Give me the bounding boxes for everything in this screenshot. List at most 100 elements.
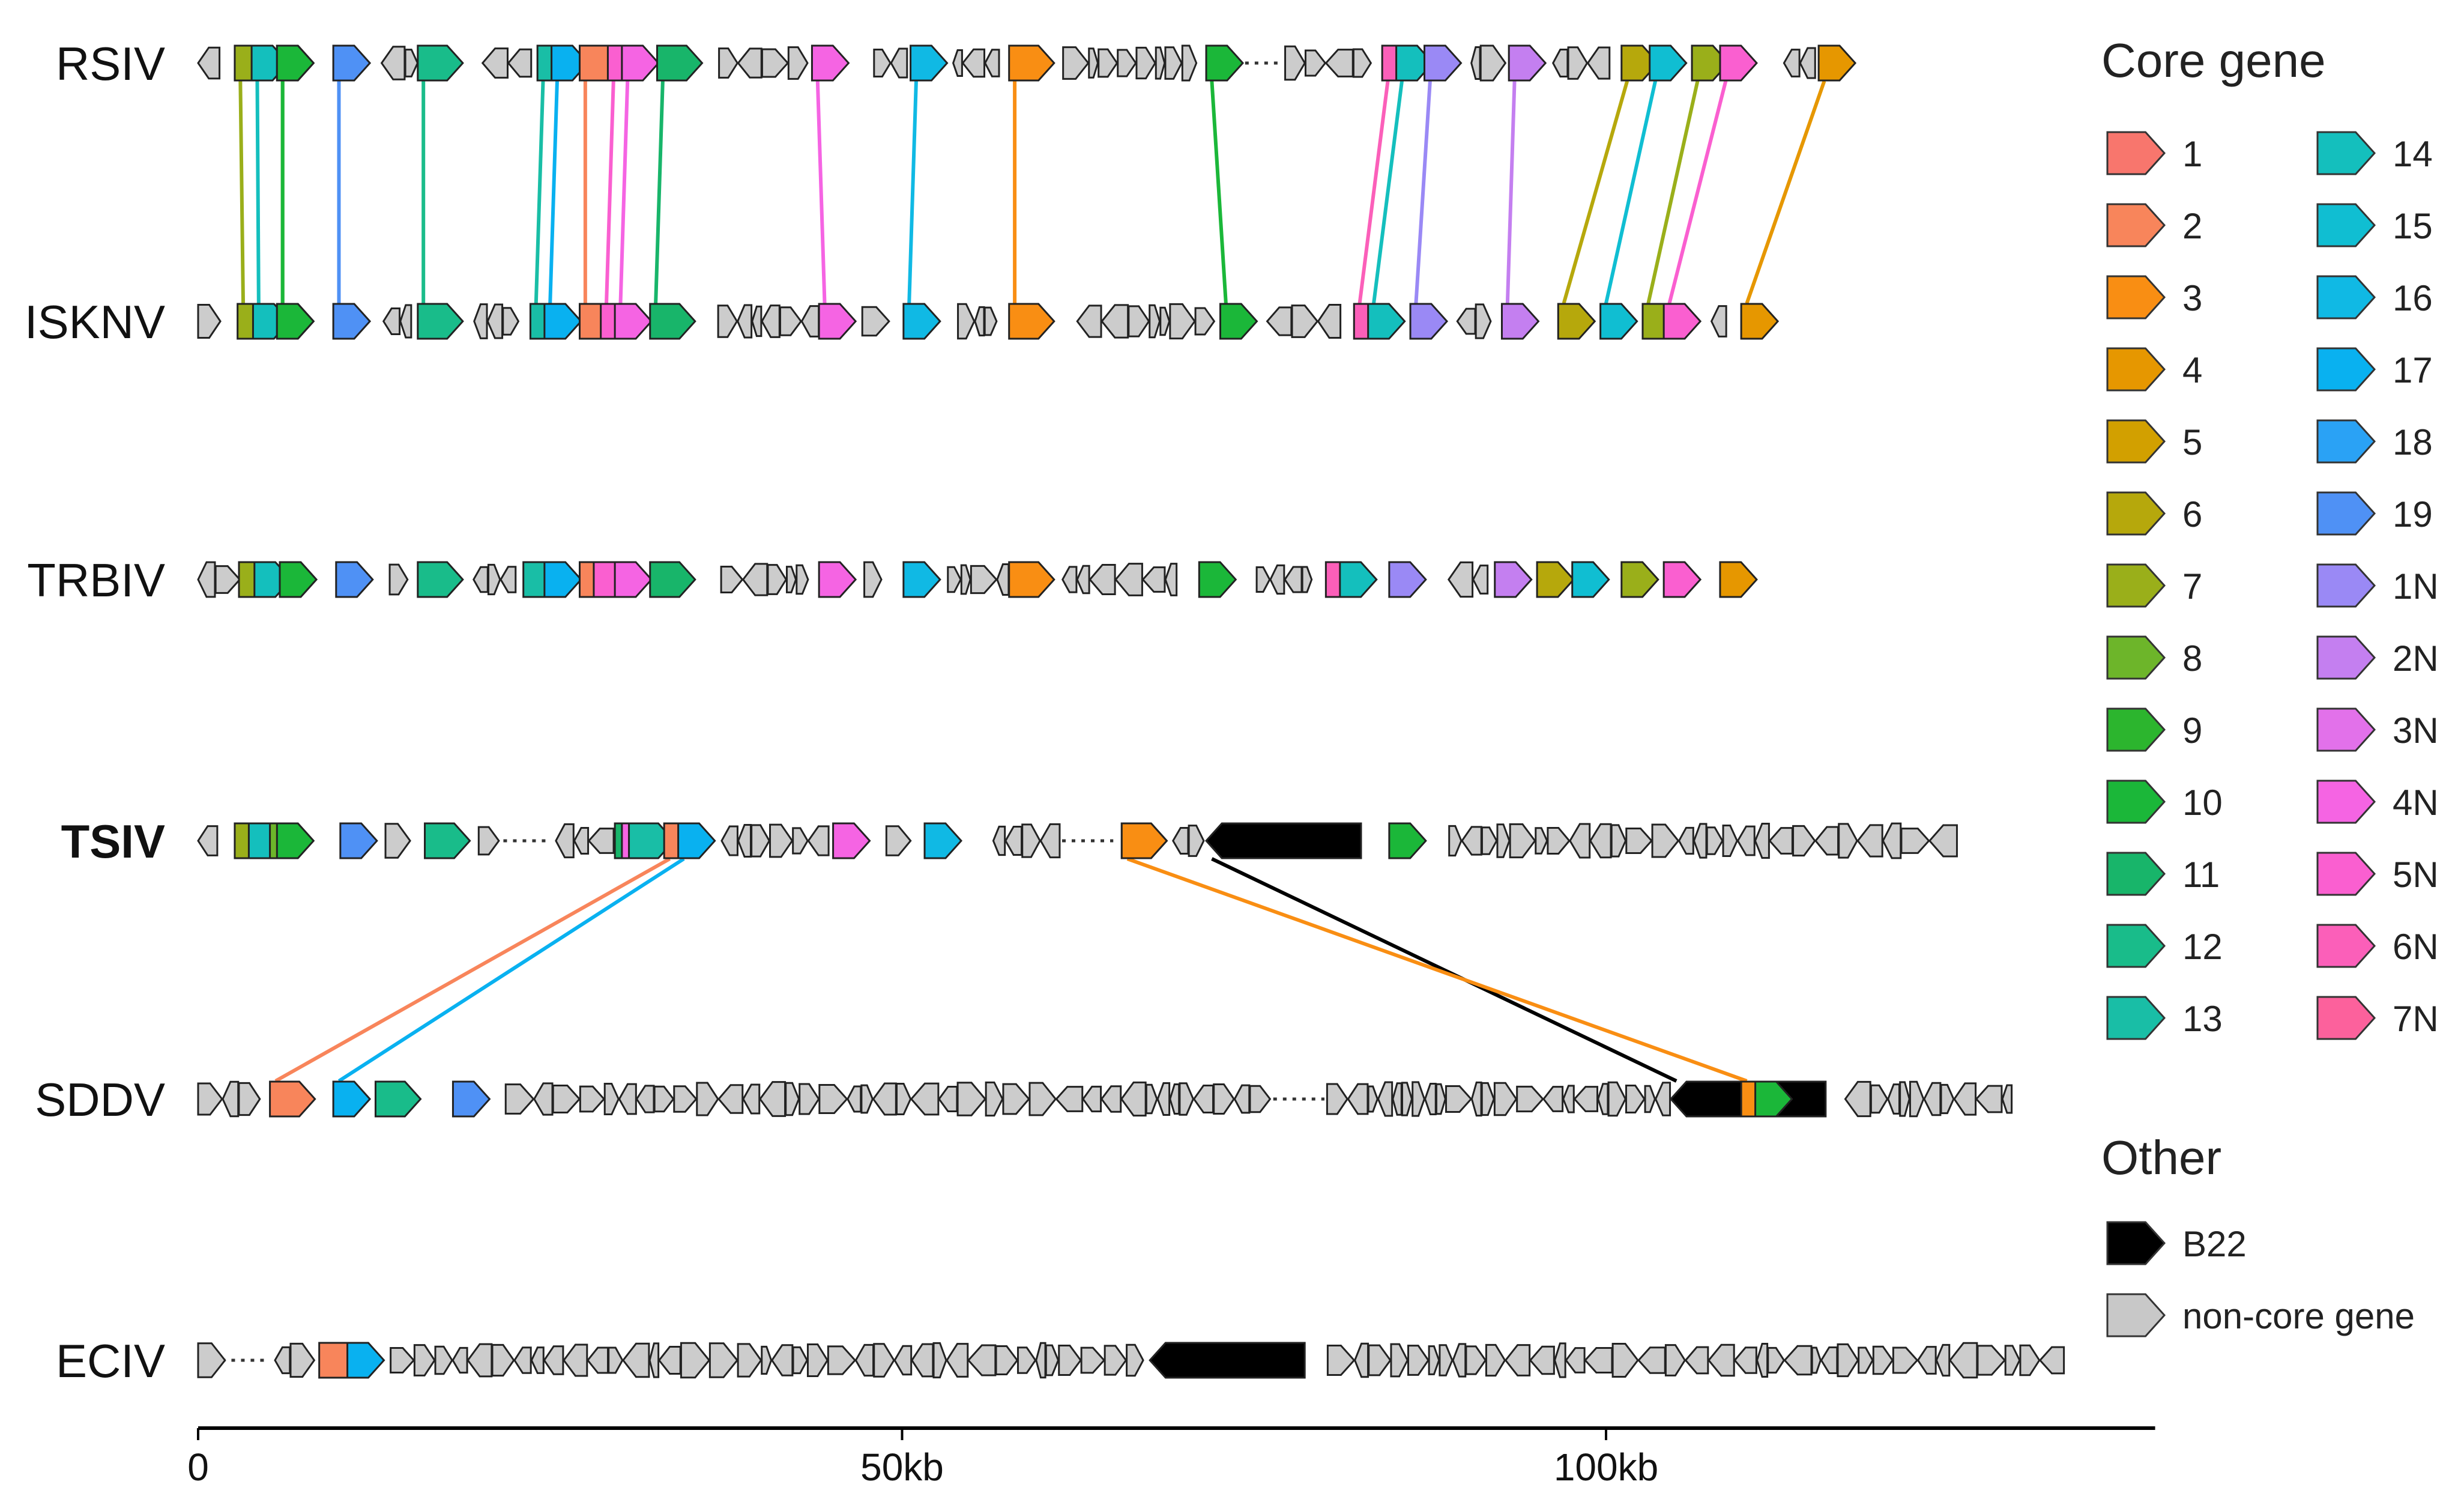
noncore-gene <box>1756 1342 1769 1378</box>
noncore-gene <box>1472 565 1489 595</box>
noncore-gene <box>1172 827 1189 855</box>
noncore-gene <box>1062 46 1090 80</box>
core-gene-17 <box>346 1342 385 1379</box>
noncore-gene <box>1080 1346 1105 1374</box>
noncore-gene <box>1470 46 1481 80</box>
noncore-gene <box>1565 1347 1586 1373</box>
noncore-gene <box>1856 824 1883 858</box>
core-gene-4 <box>1817 44 1857 82</box>
core-gene-3 <box>1008 44 1055 82</box>
legend-swatch-15 <box>2316 203 2376 247</box>
legend-label-5N: 5N <box>2393 855 2439 895</box>
genome-track-trbiv <box>197 561 1758 598</box>
noncore-gene <box>807 825 830 856</box>
noncore-gene <box>1916 1346 1937 1375</box>
noncore-gene <box>1481 826 1498 855</box>
legend-label-17: 17 <box>2393 350 2433 390</box>
core-gene-4N <box>811 44 850 82</box>
noncore-gene <box>890 47 908 79</box>
core-gene-10 <box>1754 1080 1793 1118</box>
noncore-gene <box>1814 826 1840 856</box>
core-gene-4N <box>832 822 871 859</box>
legend-label-11: 11 <box>2182 855 2220 895</box>
core-gene-5N <box>1719 44 1758 82</box>
noncore-gene <box>967 1344 997 1376</box>
noncore-gene <box>657 1346 681 1375</box>
synteny-link-4N <box>815 80 827 304</box>
noncore-gene <box>197 304 222 339</box>
legend-swatch-14 <box>2316 131 2376 175</box>
legend-label-3N: 3N <box>2393 710 2439 751</box>
genome-track-tsiv <box>197 822 1958 859</box>
noncore-gene <box>1141 566 1166 593</box>
noncore-gene <box>952 49 963 77</box>
noncore-gene <box>1584 1346 1613 1374</box>
noncore-gene <box>1858 1346 1874 1374</box>
noncore-gene <box>1392 1082 1403 1116</box>
legend-label-2: 2 <box>2182 206 2202 246</box>
noncore-gene <box>467 1343 493 1378</box>
noncore-gene <box>481 47 509 79</box>
core-gene-4 <box>1740 303 1780 340</box>
legend-swatch-5N <box>2316 852 2376 896</box>
noncore-gene <box>1301 566 1313 593</box>
noncore-gene <box>1504 1344 1531 1376</box>
noncore-gene <box>1708 1343 1735 1377</box>
noncore-gene <box>1284 45 1306 81</box>
noncore-gene <box>635 1085 655 1113</box>
noncore-gene <box>1002 1083 1030 1115</box>
noncore-gene <box>1407 1345 1430 1376</box>
core-gene-16 <box>902 561 941 598</box>
noncore-gene <box>1479 44 1507 82</box>
core-gene-4N <box>818 303 857 340</box>
noncore-gene <box>1637 1346 1666 1374</box>
legend-swatch-1N <box>2316 563 2376 608</box>
synteny-link-5N <box>605 80 615 304</box>
noncore-gene <box>873 48 892 78</box>
noncore-gene <box>737 304 753 339</box>
noncore-gene <box>502 307 520 336</box>
noncore-gene <box>1192 1084 1215 1114</box>
core-gene-6 <box>1557 303 1596 340</box>
synteny-link-17 <box>548 80 559 304</box>
synteny-link-14 <box>255 80 261 304</box>
noncore-gene <box>434 1345 453 1375</box>
noncore-gene <box>1347 1083 1369 1115</box>
noncore-gene <box>1900 828 1930 854</box>
noncore-gene <box>996 563 1010 596</box>
noncore-gene <box>985 1081 1004 1117</box>
legend-label-19: 19 <box>2393 494 2433 534</box>
synteny-link-14 <box>1372 80 1404 304</box>
core-gene-3 <box>1008 303 1055 340</box>
noncore-gene <box>1179 1082 1195 1116</box>
core-gene-1N <box>1409 303 1449 340</box>
legend-label-14: 14 <box>2393 134 2433 174</box>
core-gene-2 <box>269 1080 316 1118</box>
noncore-gene <box>992 825 1006 856</box>
legend-swatch-17 <box>2316 347 2376 392</box>
legend-swatch-7N <box>2316 996 2376 1040</box>
noncore-gene <box>2004 1345 2021 1376</box>
noncore-gene <box>1098 48 1119 78</box>
genome-tracks <box>197 44 2065 1379</box>
noncore-gene <box>1470 1081 1482 1117</box>
noncore-gene <box>1249 1085 1272 1113</box>
noncore-gene <box>1940 1083 1955 1115</box>
noncore-gene <box>961 48 986 78</box>
noncore-gene <box>984 49 1000 77</box>
noncore-gene <box>873 1343 895 1378</box>
noncore-gene <box>1255 566 1271 593</box>
noncore-gene <box>1324 49 1354 77</box>
core-gene-2N <box>1500 303 1540 340</box>
noncore-gene <box>388 563 409 596</box>
noncore-gene <box>910 1082 940 1116</box>
noncore-gene <box>2001 1084 2013 1114</box>
noncore-gene <box>1439 1344 1454 1376</box>
core-gene-11 <box>656 44 704 82</box>
core-gene-12 <box>424 822 471 859</box>
noncore-gene <box>1159 306 1171 336</box>
noncore-gene <box>382 307 401 335</box>
noncore-gene <box>451 1346 468 1374</box>
synteny-links <box>238 80 1826 1083</box>
